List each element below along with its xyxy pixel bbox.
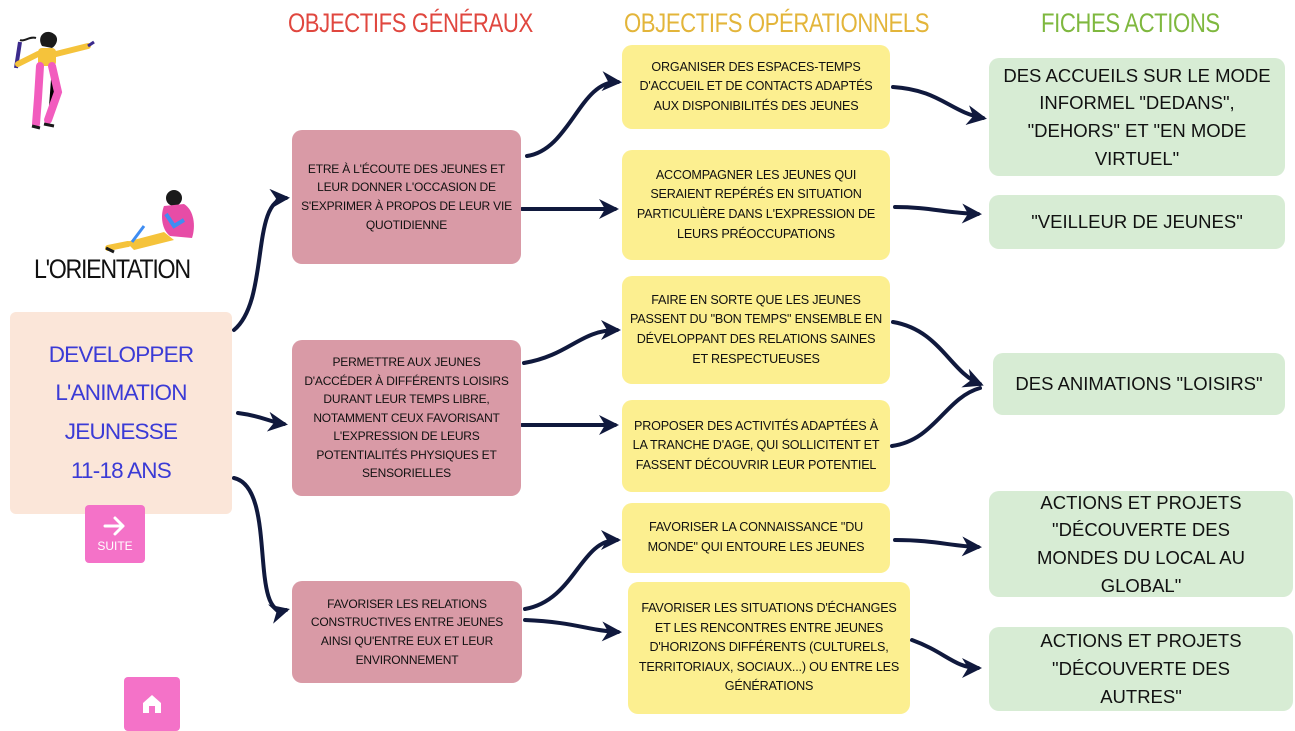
fiche-action-4: ACTIONS ET PROJETS "DÉCOUVERTE DES MONDE…: [989, 491, 1293, 597]
arrow-main-to-gen3: [232, 476, 290, 624]
objectif-operationnel-3: FAIRE EN SORTE QUE LES JEUNES PASSENT DU…: [622, 276, 890, 384]
main-line-4: 11-18 ANS: [71, 457, 172, 483]
arrow-op3-to-fa3: [891, 320, 984, 388]
fiche-action-1: DES ACCUEILS SUR LE MODE INFORMEL "DEDAN…: [989, 58, 1285, 176]
arrow-right-icon: [103, 516, 125, 536]
arrow-op6-to-fa5: [910, 638, 982, 678]
fiche-action-2: "VEILLEUR DE JEUNES": [989, 195, 1285, 249]
fiche-action-3: DES ANIMATIONS "LOISIRS": [993, 353, 1285, 415]
dancing-person-illustration: [14, 31, 95, 130]
arrow-op2-to-fa2: [893, 203, 982, 224]
arrow-op1-to-fa1: [891, 85, 987, 125]
objectif-operationnel-5: FAVORISER LA CONNAISSANCE "DU MONDE" QUI…: [622, 503, 890, 573]
main-objective-box: DEVELOPPER L'ANIMATION JEUNESSE 11-18 AN…: [10, 312, 232, 514]
header-objectifs-operationnels: OBJECTIFS OPÉRATIONNELS: [624, 8, 930, 38]
objectif-operationnel-2: ACCOMPAGNER LES JEUNES QUI SERAIENT REPÉ…: [622, 150, 890, 260]
arrow-op5-to-fa4: [893, 536, 982, 557]
arrow-main-to-gen2: [236, 411, 288, 432]
objectif-general-3: FAVORISER LES RELATIONS CONSTRUCTIVES EN…: [292, 581, 522, 683]
main-line-3: JEUNESSE: [64, 419, 178, 444]
main-line-1: DEVELOPPER: [48, 341, 194, 367]
header-objectifs-generaux: OBJECTIFS GÉNÉRAUX: [288, 8, 533, 38]
arrow-main-to-gen1: [232, 188, 290, 332]
arrow-gen3-to-op5: [523, 530, 621, 611]
objectif-operationnel-6: FAVORISER LES SITUATIONS D'ÉCHANGES ET L…: [628, 582, 910, 714]
header-fiches-actions: FICHES ACTIONS: [1041, 8, 1220, 38]
objectif-general-1: ETRE À L'ÉCOUTE DES JEUNES ET LEUR DONNE…: [292, 130, 521, 264]
home-button[interactable]: [124, 677, 180, 731]
fiche-action-5: ACTIONS ET PROJETS "DÉCOUVERTE DES AUTRE…: [989, 627, 1293, 711]
arrow-gen1-to-op1: [525, 71, 622, 158]
suite-button[interactable]: SUITE: [85, 505, 145, 563]
sitting-person-illustration: [105, 190, 194, 254]
main-line-2: L'ANIMATION: [55, 380, 187, 406]
arrow-gen2-to-op3: [522, 320, 621, 365]
arrow-gen3-to-op6: [523, 618, 622, 642]
orientation-label: L'ORIENTATION: [34, 254, 191, 284]
home-icon: [143, 695, 161, 713]
suite-label: SUITE: [97, 539, 133, 553]
arrow-op4-to-fa3: [890, 386, 982, 448]
objectif-operationnel-4: PROPOSER DES ACTIVITÉS ADAPTÉES À LA TRA…: [622, 400, 890, 492]
objectif-operationnel-1: ORGANISER DES ESPACES-TEMPS D'ACCUEIL ET…: [622, 45, 890, 129]
objectif-general-2: PERMETTRE AUX JEUNES D'ACCÉDER À DIFFÉRE…: [292, 340, 521, 496]
